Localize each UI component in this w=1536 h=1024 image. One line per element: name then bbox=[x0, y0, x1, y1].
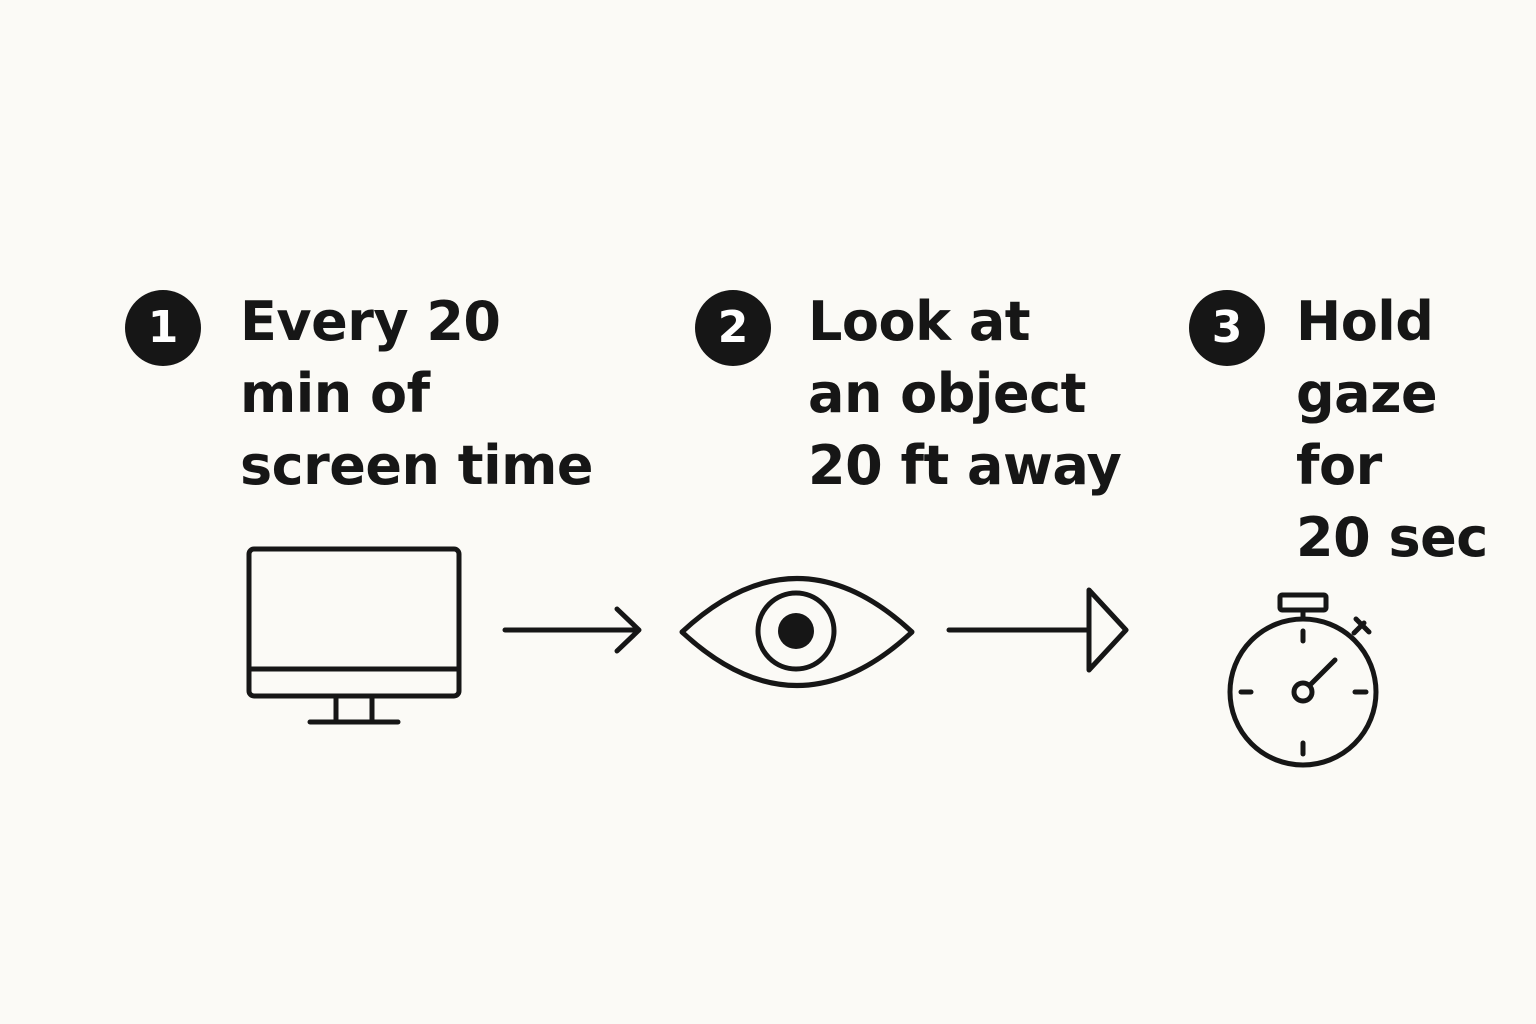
step-number-badge: 1 bbox=[125, 290, 201, 366]
step-text-line: Every 20 bbox=[240, 290, 501, 353]
step-text-line: Look at bbox=[808, 290, 1031, 353]
step-text-line: 20 ft away bbox=[808, 434, 1122, 497]
step-number-badge: 2 bbox=[695, 290, 771, 366]
monitor-icon bbox=[246, 546, 462, 725]
step-number-badge: 3 bbox=[1189, 290, 1265, 366]
step-text-line: screen time bbox=[240, 434, 594, 497]
step-text-line: for bbox=[1296, 434, 1382, 497]
stopwatch-icon bbox=[1227, 592, 1379, 768]
step-text-line: gaze bbox=[1296, 362, 1438, 425]
step-text-line: min of bbox=[240, 362, 430, 425]
step-description: Every 20 min of screen time bbox=[240, 286, 594, 502]
step-text-line: an object bbox=[808, 362, 1086, 425]
step-text-line: 20 sec bbox=[1296, 506, 1488, 569]
arrow-right-triangle-icon bbox=[946, 587, 1129, 673]
eye-icon bbox=[679, 576, 915, 688]
step-description: Hold gaze for 20 sec bbox=[1296, 286, 1488, 574]
arrow-right-icon bbox=[502, 606, 642, 654]
step-text-line: Hold bbox=[1296, 290, 1434, 353]
step-description: Look at an object 20 ft away bbox=[808, 286, 1122, 502]
